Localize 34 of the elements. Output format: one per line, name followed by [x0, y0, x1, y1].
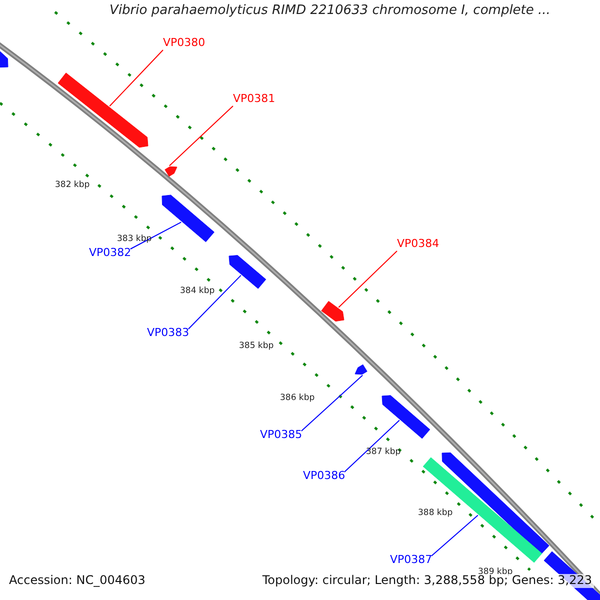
gene-label: VP0384	[397, 238, 440, 251]
gene-label: VP0385	[260, 429, 302, 442]
gene-block	[164, 166, 178, 177]
gene-label: VP0382	[89, 247, 132, 260]
map-title: Vibrio parahaemolyticus RIMD 2210633 chromosome I, complete ...	[108, 4, 552, 19]
leader-line	[109, 50, 164, 107]
gene-block	[162, 194, 214, 242]
tick-label: 388 kbp	[418, 509, 453, 519]
leader-line	[338, 250, 398, 308]
gene-block	[58, 72, 148, 148]
gene-block	[354, 364, 368, 375]
gene-label: VP0383	[147, 327, 190, 340]
tick-label: 384 kbp	[180, 287, 215, 297]
leader-line	[188, 274, 242, 330]
accession-text: Accession: NC_004603	[7, 574, 148, 588]
gene-block	[0, 49, 8, 68]
leader-line	[344, 420, 400, 472]
genome-summary-text: Topology: circular; Length: 3,288,558 bp; Genes: 3,223	[260, 574, 594, 588]
leader-line	[430, 514, 478, 556]
gene-block	[382, 395, 430, 439]
gene-label: VP0380	[163, 37, 206, 50]
gene-block	[321, 300, 344, 322]
tick-label: 383 kbp	[117, 235, 152, 245]
tick-label: 385 kbp	[239, 342, 274, 352]
gene-block	[228, 255, 266, 289]
leader-line	[130, 222, 182, 250]
gene-label: VP0381	[233, 93, 276, 106]
gene-label: VP0386	[303, 470, 346, 483]
tick-label: 387 kbp	[366, 448, 401, 458]
tick-label: 386 kbp	[280, 394, 315, 404]
tick-label: 382 kbp	[55, 181, 90, 191]
leader-line	[168, 106, 234, 166]
gene-label: VP0387	[390, 554, 432, 567]
leader-line	[300, 374, 364, 432]
